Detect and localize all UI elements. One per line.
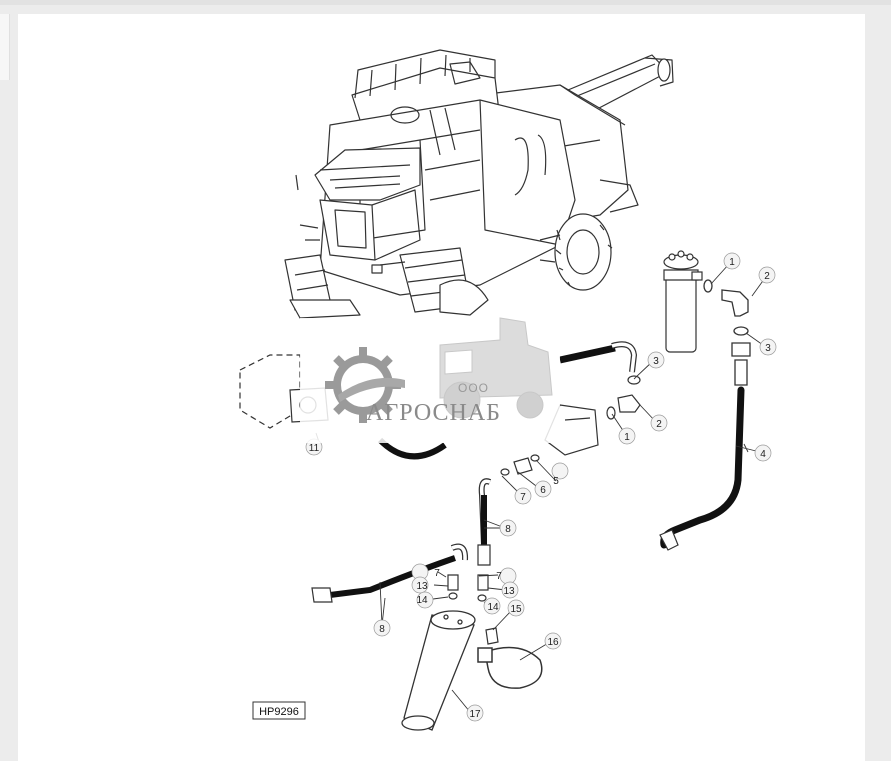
callout-label: 17 — [469, 709, 481, 720]
callout-2-top[interactable]: 2 — [758, 266, 776, 284]
callout-13-right[interactable]: 13 — [501, 581, 519, 599]
callout-label: 7 — [434, 568, 440, 579]
top-strip — [0, 0, 891, 5]
callout-1-top[interactable]: 1 — [723, 252, 741, 270]
callout-label: 1 — [624, 432, 630, 443]
company-watermark: ООО АГРОСНАБ — [300, 317, 560, 443]
callout-label: 13 — [416, 581, 428, 592]
callout-1-mid[interactable]: 1 — [618, 427, 636, 445]
callout-label: 15 — [510, 604, 522, 615]
callout-label: 7 — [496, 571, 502, 582]
callout-7-right[interactable]: 7 — [496, 567, 517, 585]
callout-label: 2 — [656, 419, 662, 430]
callout-label: 1 — [729, 257, 735, 268]
callout-label: 8 — [505, 524, 511, 535]
callout-label: 8 — [379, 624, 385, 635]
callout-label: 13 — [503, 586, 515, 597]
callout-8-lower[interactable]: 8 — [373, 619, 391, 637]
receiver-17-drawing — [401, 610, 476, 731]
side-tab[interactable] — [0, 14, 10, 80]
fittings-13-14-drawing — [447, 574, 499, 645]
callout-15[interactable]: 15 — [507, 599, 525, 617]
hose-8-upper-drawing — [477, 478, 492, 566]
callout-label: 14 — [487, 602, 499, 613]
callout-label: 7 — [520, 492, 526, 503]
gear-icon — [325, 347, 405, 423]
watermark-name: АГРОСНАБ — [366, 400, 501, 426]
upper-hose-drawing — [559, 341, 641, 420]
receiver-drier-drawing — [663, 250, 703, 353]
callout-label: 5 — [553, 476, 559, 487]
combine-silhouette-icon — [439, 317, 553, 419]
callout-bubbles: 1 2 3 1 2 3 4 5 — [305, 252, 777, 722]
reference-code-box: HP9296 — [252, 701, 306, 720]
watermark-prefix: ООО — [458, 381, 489, 395]
callout-2-mid[interactable]: 2 — [650, 414, 668, 432]
callout-14-left[interactable]: 14 — [416, 591, 434, 609]
clamp-16-drawing — [477, 646, 543, 689]
callout-14-right[interactable]: 14 — [483, 597, 501, 615]
callout-label: 3 — [765, 343, 771, 354]
callout-5[interactable]: 5 — [551, 462, 569, 487]
callout-17[interactable]: 17 — [466, 704, 484, 722]
callout-3-top[interactable]: 3 — [759, 338, 777, 356]
callout-7-upper[interactable]: 7 — [514, 487, 532, 505]
callout-13-left[interactable]: 13 — [411, 576, 429, 594]
callout-6[interactable]: 6 — [534, 480, 552, 498]
reference-code: HP9296 — [259, 706, 299, 718]
central-fittings-drawing — [500, 454, 540, 476]
callout-label: 6 — [540, 485, 546, 496]
callout-label: 2 — [764, 271, 770, 282]
combine-harvester-drawing — [284, 49, 674, 319]
elbow-fitting-drawing — [703, 279, 751, 386]
callout-3-mid[interactable]: 3 — [647, 351, 665, 369]
callout-label: 14 — [416, 595, 428, 606]
callout-label: 11 — [309, 443, 320, 454]
callout-4[interactable]: 4 — [754, 444, 772, 462]
callout-label: 16 — [547, 637, 559, 648]
callout-label: 4 — [760, 449, 766, 460]
callout-label: 3 — [653, 356, 659, 367]
callout-16[interactable]: 16 — [544, 632, 562, 650]
hose-4-drawing — [659, 386, 745, 551]
callout-8-upper[interactable]: 8 — [499, 519, 517, 537]
